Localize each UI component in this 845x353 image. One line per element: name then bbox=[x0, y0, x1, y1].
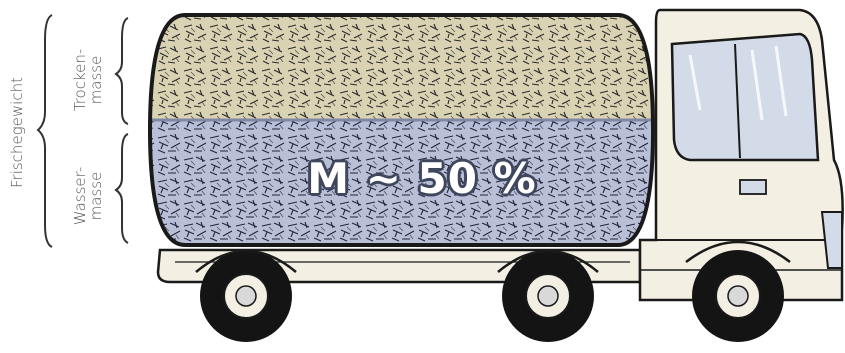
tank-contents bbox=[145, 10, 660, 250]
water-mass-label: Wasser- masse bbox=[72, 146, 104, 246]
moisture-content-label: M ~ 50 % bbox=[292, 153, 552, 205]
water-mass-label-line1: Wasser- bbox=[72, 146, 88, 246]
dry-mass-label-line1: Trocken- bbox=[72, 30, 88, 130]
wheel-rear-left bbox=[200, 250, 292, 342]
cab-window bbox=[672, 34, 818, 160]
wheel-rear-right bbox=[502, 250, 594, 342]
cab-vent bbox=[740, 180, 766, 194]
wheel-front bbox=[692, 250, 784, 342]
dry-mass-layer bbox=[145, 10, 660, 120]
dry-mass-label-line2: masse bbox=[88, 30, 104, 130]
dry-mass-label: Trocken- masse bbox=[72, 30, 104, 130]
fresh-weight-label: Frischegewicht bbox=[9, 98, 25, 188]
water-mass-label-line2: masse bbox=[88, 146, 104, 246]
